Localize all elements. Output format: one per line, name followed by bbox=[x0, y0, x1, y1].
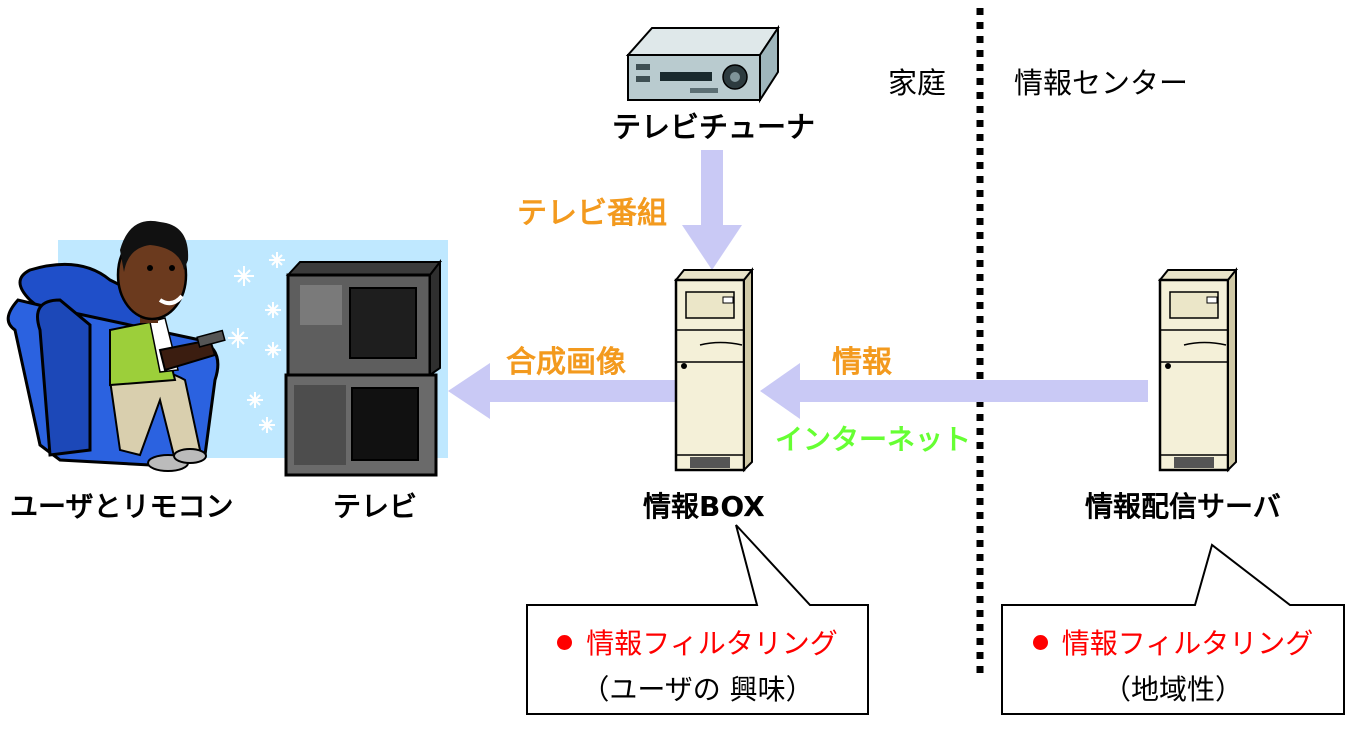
vcr-icon bbox=[625, 24, 780, 104]
composite-image-label: 合成画像 bbox=[506, 345, 626, 380]
bullet-icon bbox=[557, 634, 573, 650]
callout-box-server bbox=[1001, 543, 1345, 715]
arrow-tuner-to-box bbox=[682, 150, 742, 270]
user-remote-label: ユーザとリモコン bbox=[10, 490, 234, 523]
callout-infobox-title-text: 情報フィルタリング bbox=[586, 627, 838, 660]
home-label: 家庭 bbox=[888, 66, 947, 100]
callout-infobox-title: 情報フィルタリング bbox=[527, 622, 868, 662]
tuner-label: テレビチューナ bbox=[612, 110, 816, 144]
info-label: 情報 bbox=[832, 345, 892, 380]
callout-server-detail: （地域性） bbox=[1102, 673, 1243, 706]
callout-server-title-text: 情報フィルタリング bbox=[1061, 627, 1314, 660]
server-tower-icon bbox=[1157, 267, 1239, 473]
callout-box-infobox bbox=[526, 524, 869, 715]
info-center-label: 情報センター bbox=[1014, 66, 1189, 100]
man-in-armchair-icon bbox=[6, 220, 226, 472]
arrow-server-to-box bbox=[760, 363, 1148, 419]
internet-label: インターネット bbox=[775, 423, 972, 456]
crt-television-icon bbox=[284, 259, 443, 477]
bullet-icon bbox=[1032, 634, 1048, 650]
pc-tower-icon bbox=[673, 267, 755, 473]
server-label: 情報配信サーバ bbox=[1085, 490, 1281, 523]
tv-program-label: テレビ番組 bbox=[517, 196, 667, 231]
callout-server-title: 情報フィルタリング bbox=[1002, 622, 1344, 662]
info-box-label: 情報BOX bbox=[643, 490, 765, 523]
tv-label: テレビ bbox=[333, 490, 418, 523]
sparkles bbox=[228, 252, 285, 433]
arrow-box-to-tv bbox=[448, 363, 678, 419]
callout-infobox-detail: （ユーザの 興味） bbox=[581, 673, 814, 706]
